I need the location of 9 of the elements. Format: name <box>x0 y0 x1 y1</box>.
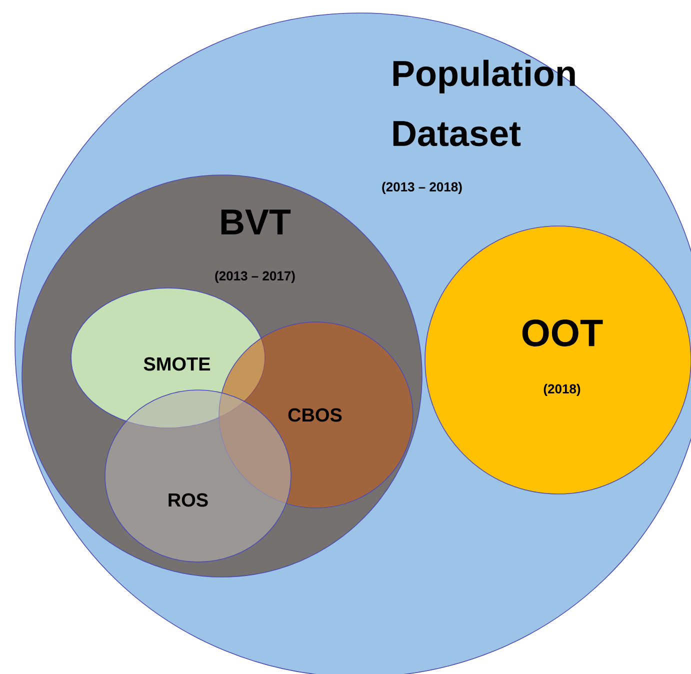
year-range: (2018) <box>544 384 580 396</box>
set-label: BVT <box>221 210 291 234</box>
set-label: ROS <box>168 493 208 507</box>
set-label: CBOS <box>288 408 342 422</box>
year-range: (2013 – 2017) <box>215 270 295 284</box>
set-label: SMOTE <box>144 357 210 371</box>
set-label: OOT <box>522 320 603 346</box>
set-label: Population Dataset <box>393 60 575 146</box>
year-range: (2013 – 2018) <box>382 182 462 194</box>
